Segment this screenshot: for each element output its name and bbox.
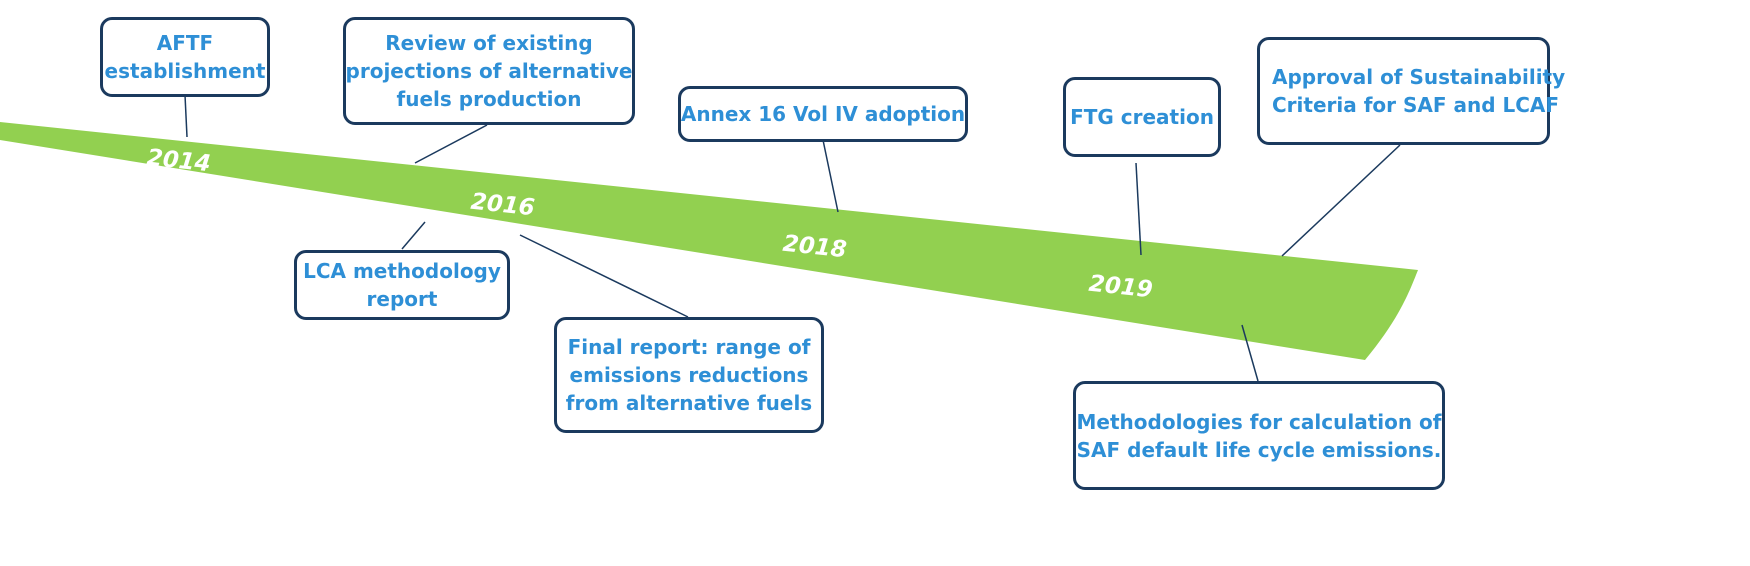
event-line: projections of alternative (345, 59, 633, 83)
event-line: AFTF (156, 31, 214, 55)
event-box-approval-sustainability: Approval of Sustainability Criteria for … (1257, 37, 1565, 145)
event-box-lca-methodology-report: LCA methodology report (294, 250, 510, 320)
event-line: Final report: range of (567, 335, 811, 359)
event-line: fuels production (396, 87, 582, 111)
event-line: Review of existing (385, 31, 593, 55)
event-line: Approval of Sustainability (1272, 65, 1566, 89)
event-box-ftg-creation: FTG creation (1063, 77, 1221, 157)
event-line: SAF default life cycle emissions. (1076, 437, 1442, 462)
connector-lca (401, 221, 426, 250)
event-line: Criteria for SAF and LCAF (1272, 93, 1560, 117)
connector-ftg (1135, 162, 1142, 256)
event-box-final-report: Final report: range of emissions reducti… (554, 317, 824, 433)
year-label-2014: 2014 (146, 145, 212, 178)
event-line: establishment (104, 59, 266, 83)
event-line: emissions reductions (569, 363, 809, 387)
connector-review (414, 124, 488, 164)
event-line: LCA methodology (303, 259, 501, 283)
connector-aftf (184, 94, 188, 138)
connector-approval (1281, 144, 1401, 257)
event-box-aftf-establishment: AFTF establishment (100, 17, 270, 97)
event-box-review-projections: Review of existing projections of altern… (343, 17, 635, 125)
connector-annex (822, 139, 839, 213)
connector-methodologies (1241, 324, 1259, 382)
event-line: Annex 16 Vol IV adoption (680, 102, 966, 126)
timeline-band (0, 122, 1418, 360)
event-line: report (366, 287, 438, 311)
event-line: FTG creation (1070, 105, 1214, 129)
event-box-annex-16-adoption: Annex 16 Vol IV adoption (678, 86, 968, 142)
connector-final (519, 234, 689, 318)
event-box-methodologies-calculation: Methodologies for calculation of SAF def… (1073, 381, 1445, 490)
event-line: Methodologies for calculation of (1076, 409, 1442, 434)
event-line: from alternative fuels (565, 391, 813, 415)
